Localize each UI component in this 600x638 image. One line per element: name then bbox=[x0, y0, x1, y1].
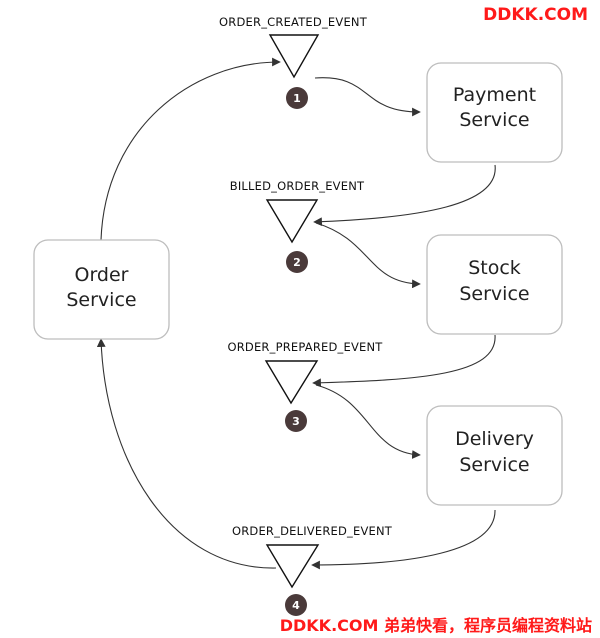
step-number: 2 bbox=[293, 256, 301, 269]
arrow-prepared-event-to-delivery bbox=[315, 384, 421, 459]
step-badge bbox=[285, 594, 307, 616]
event-order-prepared: ORDER_PREPARED_EVENT 3 bbox=[227, 340, 383, 432]
arrow-stock-to-prepared-event bbox=[312, 334, 496, 388]
step-badge bbox=[285, 410, 307, 432]
event-order-delivered: ORDER_DELIVERED_EVENT 4 bbox=[232, 524, 393, 616]
order-service-label-line2: Service bbox=[66, 289, 136, 311]
step-badge bbox=[286, 251, 308, 273]
step-number: 1 bbox=[293, 92, 301, 105]
arrow-delivered-event-to-order bbox=[96, 338, 277, 569]
arrow-order-to-created-event bbox=[100, 57, 281, 241]
event-triangle-icon bbox=[268, 34, 320, 79]
order-service-label-line1: Order bbox=[75, 264, 129, 286]
event-label-order-prepared: ORDER_PREPARED_EVENT bbox=[227, 340, 383, 354]
arrow-delivery-to-delivered-event bbox=[311, 509, 496, 570]
event-billed-order: BILLED_ORDER_EVENT 2 bbox=[230, 179, 365, 273]
payment-service-label-line1: Payment bbox=[453, 84, 536, 106]
payment-service-label-line2: Service bbox=[459, 109, 529, 131]
arrow-payment-to-billed-event bbox=[313, 164, 496, 227]
stock-service-label-line2: Service bbox=[459, 283, 529, 305]
delivery-service-box: Delivery Service bbox=[426, 405, 563, 506]
event-triangle-icon bbox=[265, 544, 320, 589]
event-order-created: ORDER_CREATED_EVENT 1 bbox=[219, 15, 368, 109]
event-label-order-delivered: ORDER_DELIVERED_EVENT bbox=[232, 524, 393, 538]
event-label-billed-order: BILLED_ORDER_EVENT bbox=[230, 179, 365, 193]
payment-service-box: Payment Service bbox=[426, 62, 563, 163]
arrow-billed-event-to-stock bbox=[315, 222, 421, 289]
watermark-bottom: DDKK.COM 弟弟快看，程序员编程资料站 bbox=[279, 616, 592, 635]
event-triangle-icon bbox=[264, 360, 319, 405]
delivery-service-label-line1: Delivery bbox=[455, 428, 534, 450]
step-number: 3 bbox=[292, 415, 300, 428]
stock-service-label-line1: Stock bbox=[468, 257, 521, 279]
delivery-service-label-line2: Service bbox=[459, 454, 529, 476]
arrow-created-event-to-payment bbox=[314, 77, 421, 117]
flow-arrows bbox=[96, 57, 496, 570]
event-label-order-created: ORDER_CREATED_EVENT bbox=[219, 15, 368, 29]
order-service-box: Order Service bbox=[33, 239, 170, 340]
step-number: 4 bbox=[292, 599, 300, 612]
stock-service-box: Stock Service bbox=[426, 234, 563, 335]
step-badge bbox=[286, 87, 308, 109]
event-triangle-icon bbox=[265, 199, 319, 244]
watermark-top: DDKK.COM bbox=[483, 5, 588, 25]
